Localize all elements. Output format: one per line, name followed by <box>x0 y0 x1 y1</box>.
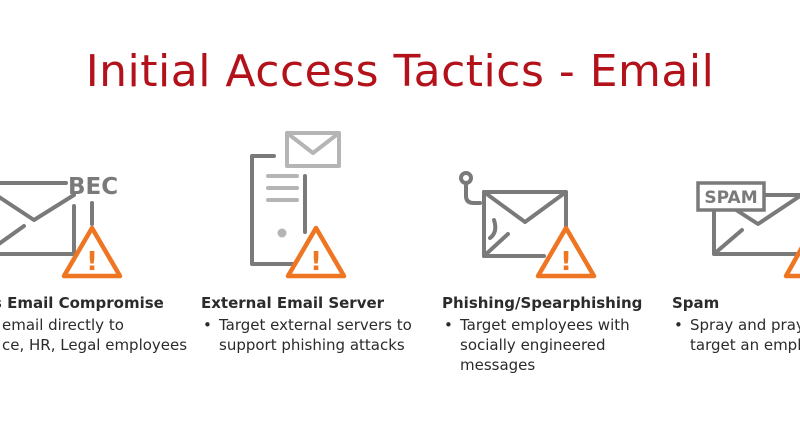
bullet-mark: • <box>444 316 453 334</box>
phishing-icon: ! <box>459 171 597 279</box>
phishing-column: Phishing/Spearphishing • Target employee… <box>442 292 642 375</box>
bec-column: ss Email Compromise • email directly to … <box>0 292 224 355</box>
bec-heading: ss Email Compromise <box>0 294 164 312</box>
phishing-bullet-line-3: messages <box>460 356 536 374</box>
spam-heading: Spam <box>672 294 720 312</box>
spam-bullet-line-2: target an employ <box>690 336 800 354</box>
external-server-icon: ! <box>250 131 347 279</box>
phishing-heading: Phishing/Spearphishing <box>442 294 643 312</box>
spam-bullet: • Spray and pray b target an employ <box>672 315 800 355</box>
external-server-bullet: • Target external servers to support phi… <box>201 315 441 355</box>
bec-label: BEC <box>68 174 118 200</box>
bec-bullet-line-2: ce, HR, Legal employees <box>2 336 188 354</box>
external-server-bullet-line-2: support phishing attacks <box>219 336 405 354</box>
slide-title: Initial Access Tactics - Email <box>85 46 715 97</box>
spam-envelope-icon <box>712 193 800 256</box>
bec-warning-mark: ! <box>86 247 98 277</box>
spam-label: SPAM <box>704 188 757 208</box>
phishing-warning-icon: ! <box>535 225 597 279</box>
bec-envelope-icon <box>0 181 76 256</box>
phishing-bullet-line-2: socially engineered <box>460 336 606 354</box>
phishing-bullet: • Target employees with socially enginee… <box>442 315 642 375</box>
server-warning-mark: ! <box>310 247 322 277</box>
bec-warning-icon: ! <box>61 225 123 279</box>
spam-icon: SPAM <box>696 181 800 279</box>
phishing-bullet-line-1: Target employees with <box>460 316 630 334</box>
external-server-bullet-line-1: Target external servers to <box>219 316 412 334</box>
external-server-column: External Email Server • Target external … <box>201 292 441 355</box>
phishing-warning-mark: ! <box>560 247 572 277</box>
server-power-dot <box>277 228 287 238</box>
bullet-mark: • <box>674 316 683 334</box>
server-warning-icon: ! <box>285 225 347 279</box>
server-tower-icon <box>250 154 307 266</box>
phishing-envelope-icon <box>482 190 568 258</box>
bec-bullet: • email directly to ce, HR, Legal employ… <box>0 315 224 355</box>
external-server-heading: External Email Server <box>201 294 385 312</box>
spam-bullet-line-1: Spray and pray b <box>690 316 800 334</box>
server-mail-icon <box>285 131 341 168</box>
spam-warning-icon <box>783 246 800 279</box>
bec-bullet-line-1: email directly to <box>2 316 124 334</box>
fishing-hook-icon <box>459 171 482 205</box>
spam-tag-icon: SPAM <box>696 181 766 212</box>
bullet-mark: • <box>203 316 212 334</box>
spam-column: Spam • Spray and pray b target an employ <box>672 292 800 355</box>
bec-icon: BEC ! <box>0 174 123 279</box>
